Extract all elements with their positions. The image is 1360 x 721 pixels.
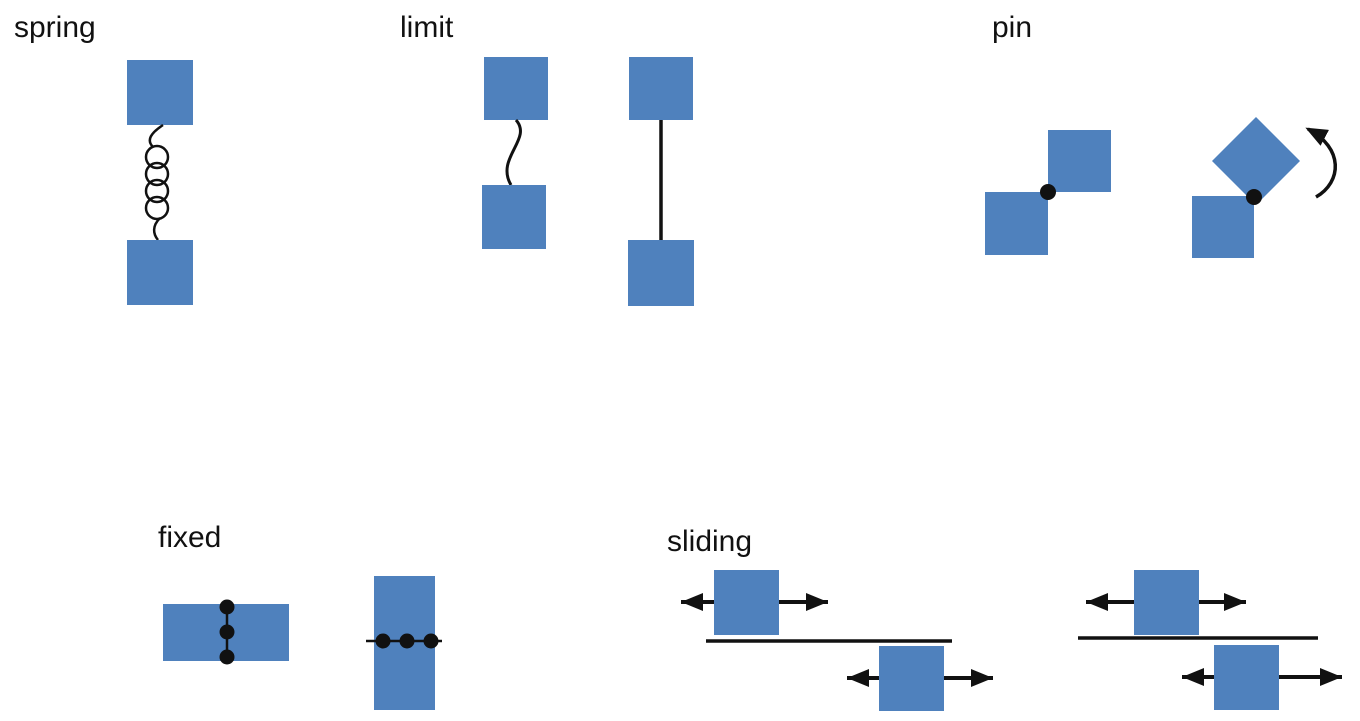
limit-taut-bottom-block <box>628 240 694 306</box>
pin-joint-dot-icon <box>1040 184 1056 200</box>
limit-slack-bottom-block <box>482 185 546 249</box>
rotation-arrow-icon <box>1305 127 1338 199</box>
pin-upper-block <box>1048 130 1111 192</box>
spring-label: spring <box>14 11 96 44</box>
limit-taut-top-block <box>629 57 693 120</box>
limit-group: limit <box>400 11 694 306</box>
limit-slack-connector-icon <box>505 119 522 186</box>
pin-group: pin <box>985 11 1338 258</box>
sliding-label: sliding <box>667 525 752 558</box>
fixed-label: fixed <box>158 521 221 554</box>
limit-label: limit <box>400 11 454 44</box>
spring-bottom-block <box>127 240 193 305</box>
spring-top-block <box>127 60 193 125</box>
fixed-weld-dots-horizontal-icon <box>366 633 442 649</box>
fixed-group: fixed <box>158 521 442 710</box>
sliding-left-lower-block <box>879 646 944 711</box>
spring-group: spring <box>14 11 193 305</box>
limit-slack-top-block <box>484 57 548 120</box>
fixed-weld-dots-vertical-icon <box>219 599 235 665</box>
sliding-right-upper-block <box>1134 570 1199 635</box>
pin-lower-block <box>985 192 1048 255</box>
pin-rotating-joint-dot-icon <box>1246 189 1262 205</box>
pin-rotating-lower-block <box>1192 196 1254 258</box>
pin-rotated-block <box>1212 117 1300 205</box>
spring-coil-icon <box>144 123 170 241</box>
pin-label: pin <box>992 11 1032 44</box>
sliding-left-upper-block <box>714 570 779 635</box>
sliding-right-lower-block <box>1214 645 1279 710</box>
sliding-group: sliding <box>667 525 1342 711</box>
